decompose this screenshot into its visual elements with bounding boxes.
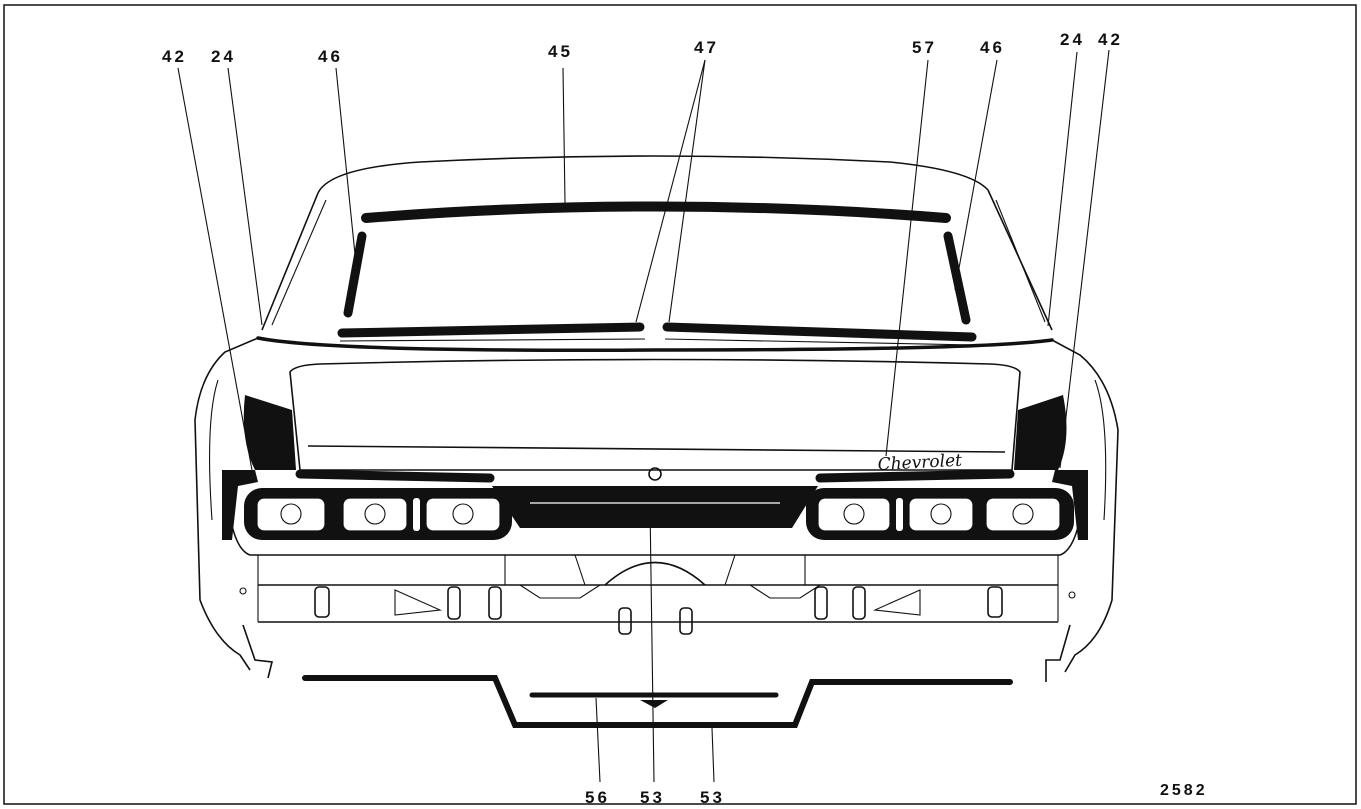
right-tail-lamp-housing [806, 488, 1074, 540]
callout-53-bumper: 53 [700, 788, 725, 807]
trunk-lid: Chevrolet [289, 358, 1021, 481]
figure-number: 2582 [1160, 782, 1208, 799]
lamp-divider [413, 498, 420, 531]
lamp-divider [896, 498, 903, 531]
callout-57: 57 [912, 38, 937, 57]
tail-lamp-lens [908, 497, 974, 532]
tail-lamp-lens [256, 497, 326, 532]
callout-24-right: 24 [1060, 30, 1085, 49]
tail-lamp-lens [817, 497, 891, 532]
callout-42-right: 42 [1098, 30, 1123, 49]
tail-lamp-lens [425, 497, 501, 532]
rear-bumper [302, 675, 1013, 728]
tail-lamp-lens [985, 497, 1061, 532]
callout-46-right: 46 [980, 38, 1005, 57]
callout-47: 47 [694, 38, 719, 57]
callout-46-left: 46 [318, 47, 343, 66]
rear-window-reveal-molding [337, 201, 977, 346]
callout-24-left: 24 [211, 47, 236, 66]
callout-45: 45 [548, 42, 573, 61]
figure-frame [3, 4, 1357, 805]
rear-underbody-structure [239, 554, 1076, 682]
rear-deck-outline [194, 336, 1119, 673]
callout-leader-lines [177, 49, 1110, 783]
callout-53-center: 53 [640, 788, 665, 807]
rear-panel [222, 469, 1088, 556]
callout-42-left: 42 [162, 47, 187, 66]
roof-outline [261, 155, 1053, 331]
tail-lamp-lens [342, 497, 408, 532]
left-tail-lamp-housing [244, 488, 512, 540]
callout-56: 56 [585, 788, 610, 807]
